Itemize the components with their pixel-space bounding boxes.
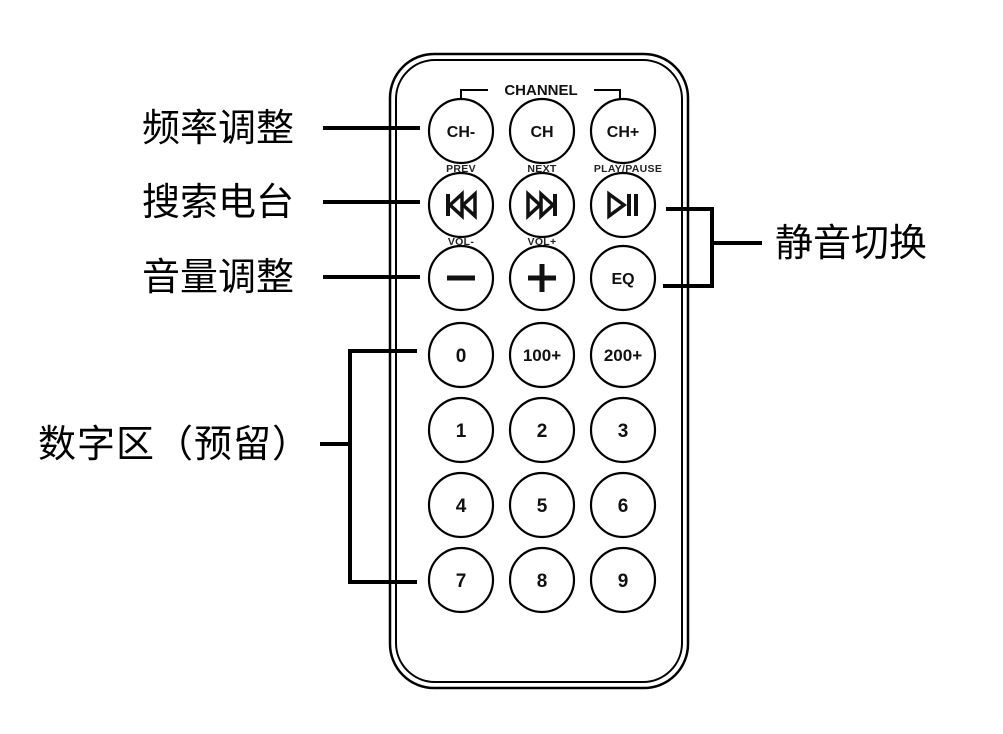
button-label: CH- bbox=[447, 124, 475, 141]
button-circle[interactable] bbox=[589, 97, 657, 165]
label-search-station: 搜索电台 bbox=[142, 180, 295, 224]
button-circle[interactable] bbox=[427, 471, 495, 539]
button-caption: PLAY/PAUSE bbox=[594, 163, 662, 175]
label-frequency-adjust: 频率调整 bbox=[142, 106, 295, 150]
button-circle[interactable] bbox=[589, 546, 657, 614]
remote-button[interactable] bbox=[508, 244, 576, 312]
button-caption: VOL+ bbox=[528, 236, 557, 248]
button-caption: VOL- bbox=[448, 236, 474, 248]
button-caption: PREV bbox=[446, 163, 476, 175]
label-mute-toggle: 静音切换 bbox=[775, 221, 928, 265]
button-label: CH bbox=[530, 124, 553, 141]
channel-bracket: CHANNEL bbox=[460, 82, 621, 99]
button-label: CH+ bbox=[607, 124, 639, 141]
button-circle[interactable] bbox=[589, 396, 657, 464]
remote-button[interactable]: 7 bbox=[427, 546, 495, 614]
button-circle[interactable] bbox=[427, 97, 495, 165]
button-circle[interactable] bbox=[508, 97, 576, 165]
button-circle[interactable] bbox=[589, 321, 657, 389]
button-label: 200+ bbox=[604, 346, 642, 365]
play-pause-icon bbox=[607, 190, 638, 220]
remote-button[interactable]: 0 bbox=[427, 321, 495, 389]
button-label: 7 bbox=[456, 571, 467, 592]
remote-button[interactable] bbox=[427, 171, 495, 239]
button-label: 6 bbox=[618, 496, 629, 517]
button-label: 0 bbox=[456, 346, 467, 367]
button-label: EQ bbox=[611, 271, 634, 288]
button-circle[interactable] bbox=[508, 546, 576, 614]
remote-button[interactable]: EQ bbox=[589, 244, 657, 312]
button-circle[interactable] bbox=[508, 471, 576, 539]
remote-button[interactable]: CH+ bbox=[589, 97, 657, 165]
previous-track-icon bbox=[446, 190, 477, 220]
remote-button[interactable] bbox=[427, 244, 495, 312]
remote-button[interactable]: 9 bbox=[589, 546, 657, 614]
remote-button[interactable]: 5 bbox=[508, 471, 576, 539]
button-label: 9 bbox=[618, 571, 629, 592]
remote-button[interactable]: 200+ bbox=[589, 321, 657, 389]
remote-button[interactable]: 100+ bbox=[508, 321, 576, 389]
remote-button[interactable]: CH- bbox=[427, 97, 495, 165]
button-label: 1 bbox=[456, 421, 467, 442]
remote-button[interactable]: 1 bbox=[427, 396, 495, 464]
remote-button[interactable]: 3 bbox=[589, 396, 657, 464]
remote-button[interactable]: 2 bbox=[508, 396, 576, 464]
button-label: 4 bbox=[456, 496, 467, 517]
button-circle[interactable] bbox=[508, 396, 576, 464]
annotation-lines bbox=[320, 126, 762, 584]
remote-button[interactable]: 8 bbox=[508, 546, 576, 614]
plus-icon bbox=[528, 264, 556, 292]
remote-button[interactable] bbox=[589, 171, 657, 239]
channel-label: CHANNEL bbox=[504, 82, 577, 99]
label-volume-adjust: 音量调整 bbox=[142, 255, 295, 299]
button-circle[interactable] bbox=[427, 546, 495, 614]
button-label: 2 bbox=[537, 421, 548, 442]
button-circle[interactable] bbox=[427, 396, 495, 464]
button-label: 8 bbox=[537, 571, 548, 592]
button-label: 5 bbox=[537, 496, 548, 517]
minus-icon bbox=[447, 275, 475, 281]
button-circle[interactable] bbox=[427, 321, 495, 389]
button-circle[interactable] bbox=[589, 244, 657, 312]
bracket-number-area bbox=[348, 349, 417, 584]
remote-button[interactable] bbox=[508, 171, 576, 239]
remote-button[interactable]: 4 bbox=[427, 471, 495, 539]
button-caption: NEXT bbox=[527, 163, 556, 175]
remote-button[interactable]: 6 bbox=[589, 471, 657, 539]
label-number-area: 数字区（预留） bbox=[38, 422, 312, 466]
button-circle[interactable] bbox=[508, 321, 576, 389]
remote-button[interactable]: CH bbox=[508, 97, 576, 165]
button-label: 3 bbox=[618, 421, 629, 442]
button-label: 100+ bbox=[523, 346, 561, 365]
bracket-mute bbox=[663, 207, 714, 288]
button-circle[interactable] bbox=[589, 471, 657, 539]
next-track-icon bbox=[526, 190, 557, 220]
remote-body-inner bbox=[395, 59, 683, 683]
